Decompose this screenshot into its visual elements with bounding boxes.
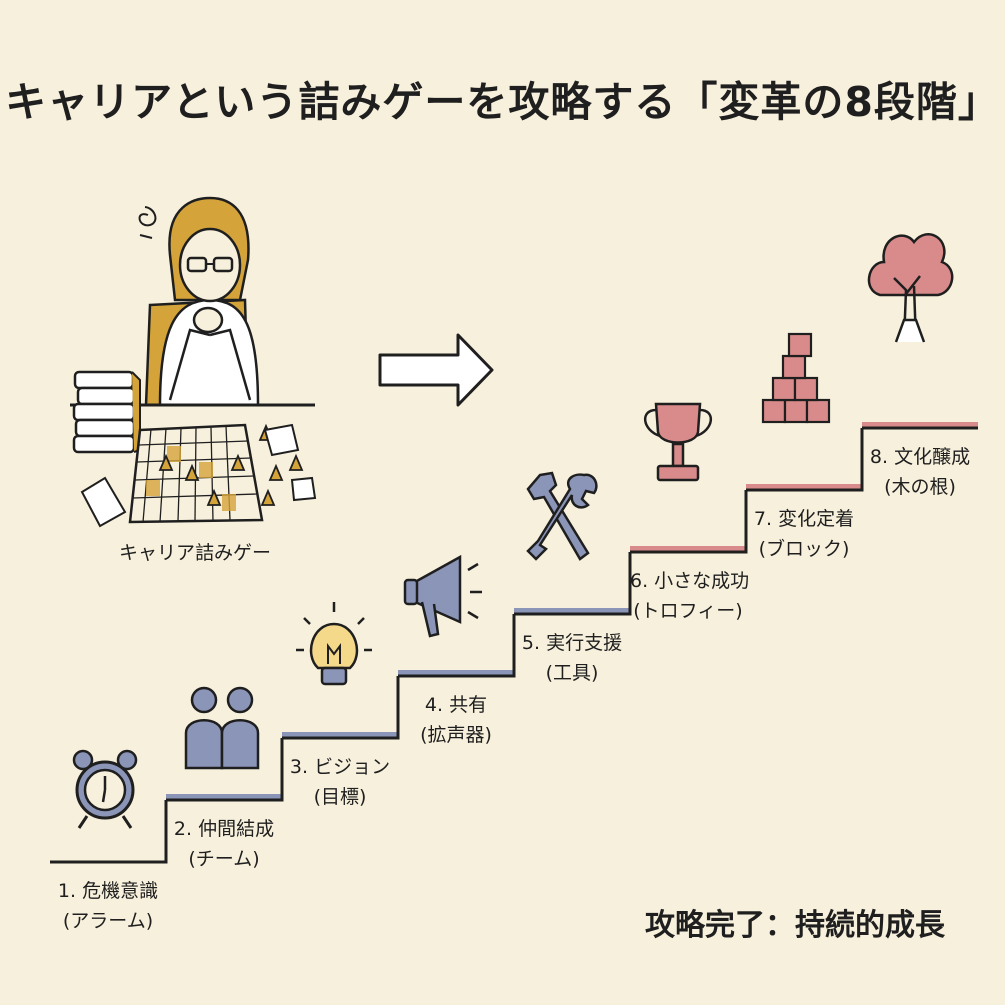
step-band bbox=[630, 546, 746, 552]
step-subtitle: (工具) bbox=[545, 662, 599, 684]
final-message: 攻略完了：持続的成長 bbox=[645, 908, 945, 943]
step-label: 8. 文化醸成 (木の根) bbox=[862, 442, 978, 502]
megaphone-icon bbox=[403, 554, 482, 638]
step-edge bbox=[514, 552, 632, 616]
page-title: キャリアという詰みゲーを攻略する「変革の8段階」 bbox=[5, 78, 1000, 126]
step-subtitle: (アラーム) bbox=[62, 910, 154, 932]
trophy-icon bbox=[644, 402, 712, 482]
step-subtitle: (トロフィー) bbox=[633, 600, 743, 622]
step-edge bbox=[746, 428, 864, 492]
step-edge bbox=[630, 490, 748, 554]
step-title: 5. 実行支援 bbox=[521, 632, 623, 654]
step-icons bbox=[72, 233, 954, 829]
step-label: 4. 共有 (拡声器) bbox=[398, 690, 514, 750]
step-band bbox=[398, 670, 514, 676]
game-caption: キャリア詰みゲー bbox=[118, 542, 271, 564]
step-edge bbox=[398, 614, 516, 678]
step-title: 8. 文化醸成 bbox=[869, 446, 971, 468]
step-band bbox=[166, 794, 282, 800]
step-subtitle: (チーム) bbox=[188, 848, 260, 870]
step-subtitle: (拡声器) bbox=[420, 724, 492, 746]
step-title: 3. ビジョン bbox=[289, 756, 391, 778]
step-title: 7. 変化定着 bbox=[753, 508, 855, 530]
step-band bbox=[862, 422, 978, 428]
alarm-clock-icon bbox=[72, 749, 138, 829]
step-edge bbox=[50, 800, 168, 864]
step-label: 5. 実行支援 (工具) bbox=[514, 628, 630, 688]
step-title: 2. 仲間結成 bbox=[173, 818, 275, 840]
book-stack-icon bbox=[72, 370, 141, 454]
step-subtitle: (ブロック) bbox=[758, 538, 850, 560]
step-title: 1. 危機意識 bbox=[57, 880, 159, 902]
step-edge bbox=[282, 676, 400, 740]
step-band bbox=[282, 732, 398, 738]
step-label: 6. 小さな成功 (トロフィー) bbox=[630, 566, 750, 626]
step-label: 7. 変化定着 (ブロック) bbox=[746, 504, 862, 564]
step-label: 1. 危機意識 (アラーム) bbox=[50, 876, 166, 936]
step-title: 4. 共有 bbox=[424, 694, 488, 716]
step-edge bbox=[166, 738, 284, 802]
lightbulb-icon bbox=[296, 602, 372, 686]
team-icon bbox=[184, 686, 260, 770]
tools-icon bbox=[526, 471, 598, 561]
step-subtitle: (目標) bbox=[313, 786, 367, 808]
step-label: 3. ビジョン (目標) bbox=[282, 752, 398, 812]
step-title: 6. 小さな成功 bbox=[630, 570, 750, 592]
blocks-icon bbox=[761, 332, 831, 424]
step-band bbox=[514, 608, 630, 614]
step-band bbox=[746, 484, 862, 490]
staircase bbox=[50, 422, 978, 864]
tree-icon bbox=[867, 233, 954, 343]
scattered-papers-icon bbox=[80, 423, 317, 528]
step-label: 2. 仲間結成 (チーム) bbox=[166, 814, 282, 874]
step-subtitle: (木の根) bbox=[884, 476, 956, 498]
thinking-person-illustration bbox=[138, 196, 260, 407]
arrow-icon bbox=[378, 333, 494, 407]
